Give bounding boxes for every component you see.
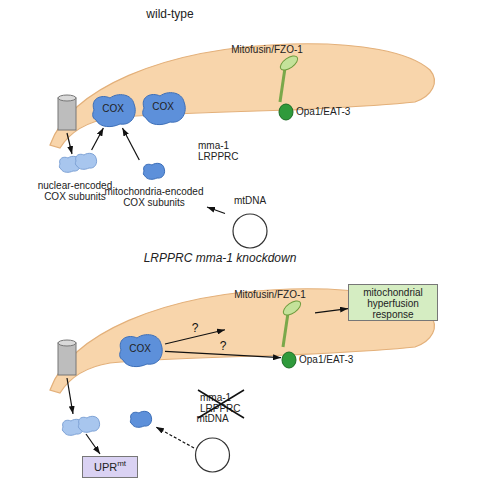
mitofusin-stem	[280, 68, 285, 102]
nuclear-subunit-blob	[78, 416, 99, 432]
gene-label: mma-1 LRPPRC	[198, 140, 244, 162]
node-label: Opa1/EAT-3	[299, 354, 366, 365]
cox-complex: COX	[115, 332, 165, 368]
subunit-blob	[75, 153, 96, 169]
import-arrow	[67, 378, 73, 414]
connector-arrow	[165, 351, 281, 357]
channel-top	[58, 95, 76, 101]
dna-circle	[233, 214, 267, 248]
mito-subunits: mitochondria-encoded COX subunits	[101, 160, 207, 216]
panel-title: wild-type	[125, 8, 215, 21]
node-label: nuclear-encoded COX subunits	[35, 180, 115, 202]
stress-arrow	[86, 434, 100, 454]
import-channel	[58, 95, 76, 130]
reduced-translation-arrow	[156, 427, 194, 448]
mitofusin-stem	[283, 313, 288, 347]
response-box: mitochondrial hyperfusion response	[348, 284, 438, 321]
connector-arrow	[122, 128, 139, 160]
edge-label: ?	[218, 340, 228, 353]
edge-label: ?	[190, 322, 200, 335]
import-channel	[58, 340, 76, 375]
mitofusin-head	[278, 53, 300, 73]
channel-body	[58, 98, 76, 130]
dna-circle	[196, 438, 230, 472]
mitofusin-protein: Mitofusin/FZO-1	[222, 44, 312, 104]
cox-complex: COX	[88, 92, 138, 128]
response-superscript: mt	[117, 459, 126, 468]
opa1-protein: Opa1/EAT-3	[278, 103, 363, 121]
node-label: mitochondria-encoded COX subunits	[101, 186, 207, 208]
node-label: Mitofusin/FZO-1	[222, 44, 312, 55]
panel-title: LRPPRC mma-1 knockdown	[100, 252, 340, 265]
node-label: mtDNA	[185, 413, 240, 424]
node-label: Mitofusin/FZO-1	[225, 289, 315, 300]
mitofusin-head	[281, 298, 303, 318]
nuclear-subunits: nuclear-encoded COX subunits	[35, 150, 115, 212]
cox-complex: COX	[138, 90, 188, 126]
channel-body	[58, 343, 76, 375]
opa1-oval	[279, 104, 293, 120]
node-label: Opa1/EAT-3	[296, 106, 363, 117]
mitofusin-protein: Mitofusin/FZO-1	[225, 289, 315, 349]
cross-line	[198, 390, 244, 418]
opa1-oval	[282, 352, 296, 368]
opa1-protein: Opa1/EAT-3	[281, 351, 366, 369]
node-label: mitochondrial hyperfusion response	[353, 287, 433, 320]
node-label: COX	[88, 103, 138, 114]
cross-line	[198, 390, 244, 418]
connector-arrow	[207, 207, 225, 213]
import-arrow	[67, 133, 72, 154]
response-name: UPR	[94, 461, 117, 473]
response-box: UPRmt	[82, 456, 138, 478]
mtdna-circle: mtDNA	[185, 413, 240, 475]
node-label: COX	[115, 343, 165, 354]
subunit-blob	[143, 163, 164, 179]
node-label: COX	[138, 101, 188, 112]
mito-subunit-blob	[130, 411, 151, 427]
connector-arrow	[315, 309, 348, 313]
connector-arrow	[165, 330, 225, 344]
mtdna-circle: mtDNA	[225, 195, 275, 250]
mitochondrion	[50, 44, 434, 148]
node-label: mtDNA	[225, 195, 275, 206]
text-line: UPRmt	[83, 457, 137, 477]
connector-arrow	[92, 128, 104, 150]
channel-top	[58, 340, 76, 346]
gene-label: mma-1 LRPPRC	[200, 392, 246, 414]
